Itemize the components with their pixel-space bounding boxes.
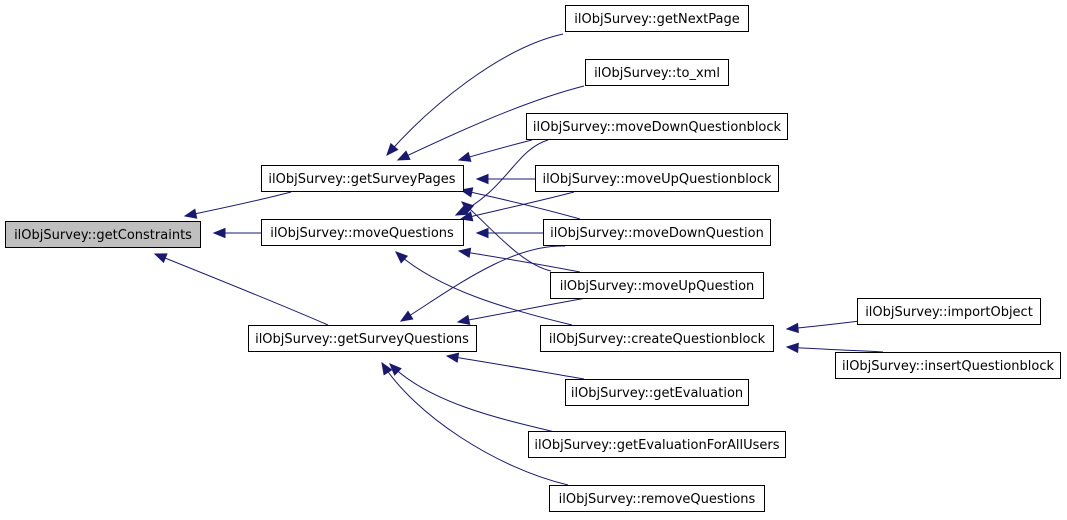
edge-move-questions-to-move-up-questionblock [459,191,575,222]
node-label: ilObjSurvey::getEvaluationForAllUsers [534,438,779,453]
node-label: ilObjSurvey::removeQuestions [559,492,756,507]
node-insert-questionblock[interactable]: ilObjSurvey::insertQuestionblock [835,352,1061,379]
edge-move-questions-to-move-up-question [457,247,581,273]
edge-arrowhead [212,227,226,239]
edge-get-survey-pages-to-to-xml [396,85,585,161]
edge-line [460,191,575,220]
node-label: ilObjSurvey::getSurveyPages [268,172,455,187]
edge-get-survey-questions-to-get-evaluation-for-all-users [389,363,556,433]
edge-line [154,253,329,326]
node-label: ilObjSurvey::getSurveyQuestions [255,332,469,347]
edge-arrowhead [454,205,469,216]
node-move-down-questionblock[interactable]: ilObjSurvey::moveDownQuestionblock [526,113,788,140]
edge-get-survey-questions-to-move-up-question [456,297,587,325]
edge-create-questionblock-to-import-object [785,320,861,334]
edge-get-survey-questions-to-remove-questions [381,361,569,486]
edge-arrowhead [457,151,472,162]
node-import-object[interactable]: ilObjSurvey::importObject [857,298,1041,325]
edge-line [389,363,556,433]
node-create-questionblock[interactable]: ilObjSurvey::createQuestionblock [540,325,774,352]
node-label: ilObjSurvey::moveUpQuestion [560,279,755,294]
edge-line [381,362,569,486]
edge-get-constraints-to-get-survey-questions [153,253,329,326]
node-move-down-question[interactable]: ilObjSurvey::moveDownQuestion [543,219,771,246]
node-label: ilObjSurvey::getNextPage [574,12,739,27]
edge-line [184,191,292,217]
edge-get-survey-pages-to-move-up-question [460,201,552,272]
edge-arrowhead [457,247,472,259]
edge-line [461,201,552,272]
node-get-evaluation-for-all-users[interactable]: ilObjSurvey::getEvaluationForAllUsers [528,431,786,458]
node-move-questions[interactable]: ilObjSurvey::moveQuestions [261,219,464,246]
edge-line [460,189,581,220]
edge-arrowhead [475,227,489,239]
node-remove-questions[interactable]: ilObjSurvey::removeQuestions [549,485,765,512]
edge-line [397,85,585,161]
edge-get-survey-pages-to-get-next-page [386,33,564,156]
node-label: ilObjSurvey::moveUpQuestionblock [542,172,772,187]
edge-line [395,251,573,326]
edge-line [455,139,549,216]
edge-move-questions-to-move-down-questionblock [454,139,549,216]
node-to-xml[interactable]: ilObjSurvey::to_xml [585,59,729,86]
node-get-survey-pages[interactable]: ilObjSurvey::getSurveyPages [261,165,464,192]
edge-arrowhead [395,251,409,264]
edge-get-survey-pages-to-move-up-questionblock [475,173,535,185]
edge-get-survey-pages-to-move-down-questionblock [457,139,533,162]
node-label: ilObjSurvey::getEvaluation [571,386,743,401]
edge-line [786,346,884,353]
edge-get-survey-questions-to-get-evaluation [445,352,585,380]
node-get-evaluation[interactable]: ilObjSurvey::getEvaluation [565,379,749,406]
edge-line [458,250,581,273]
edge-arrowhead [389,363,402,376]
edge-arrowhead [456,314,471,325]
edge-create-questionblock-to-insert-questionblock [785,342,884,354]
edge-arrowhead [459,211,474,222]
node-label: ilObjSurvey::moveDownQuestionblock [533,120,782,135]
node-label: ilObjSurvey::createQuestionblock [549,332,766,347]
edge-line [400,245,566,322]
node-get-survey-questions[interactable]: ilObjSurvey::getSurveyQuestions [248,325,477,352]
edge-line [446,355,585,380]
node-label: ilObjSurvey::importObject [865,305,1033,320]
edge-arrowhead [386,142,399,156]
node-move-up-question[interactable]: ilObjSurvey::moveUpQuestion [550,272,764,299]
edge-get-survey-questions-to-move-down-question [399,245,566,322]
node-get-constraints[interactable]: ilObjSurvey::getConstraints [5,221,201,248]
edge-arrowhead [475,173,489,185]
edge-move-questions-to-move-down-question [475,227,543,239]
edge-arrowhead [399,310,414,322]
edge-get-constraints-to-get-survey-pages [183,191,292,219]
node-label: ilObjSurvey::moveQuestions [270,226,454,241]
edge-line [457,297,587,323]
edge-arrowhead [785,322,799,334]
edge-arrowhead [153,253,168,264]
edge-arrowhead [381,361,393,376]
edge-arrowhead [183,208,198,219]
edge-move-questions-to-create-questionblock [395,251,573,326]
node-move-up-questionblock[interactable]: ilObjSurvey::moveUpQuestionblock [535,165,779,192]
node-label: ilObjSurvey::moveDownQuestion [550,226,764,241]
edge-arrowhead [785,342,799,354]
edges-layer [153,33,884,486]
nodes-layer: ilObjSurvey::getConstraints ilObjSurvey:… [5,5,1061,512]
edge-arrowhead [445,352,460,363]
node-label: ilObjSurvey::to_xml [594,66,720,81]
edge-line [386,33,564,156]
edge-arrowhead [396,150,411,161]
node-label: ilObjSurvey::insertQuestionblock [842,359,1055,374]
edge-get-constraints-to-move-questions [212,227,261,239]
node-get-next-page[interactable]: ilObjSurvey::getNextPage [565,5,749,32]
node-label: ilObjSurvey::getConstraints [14,228,192,243]
